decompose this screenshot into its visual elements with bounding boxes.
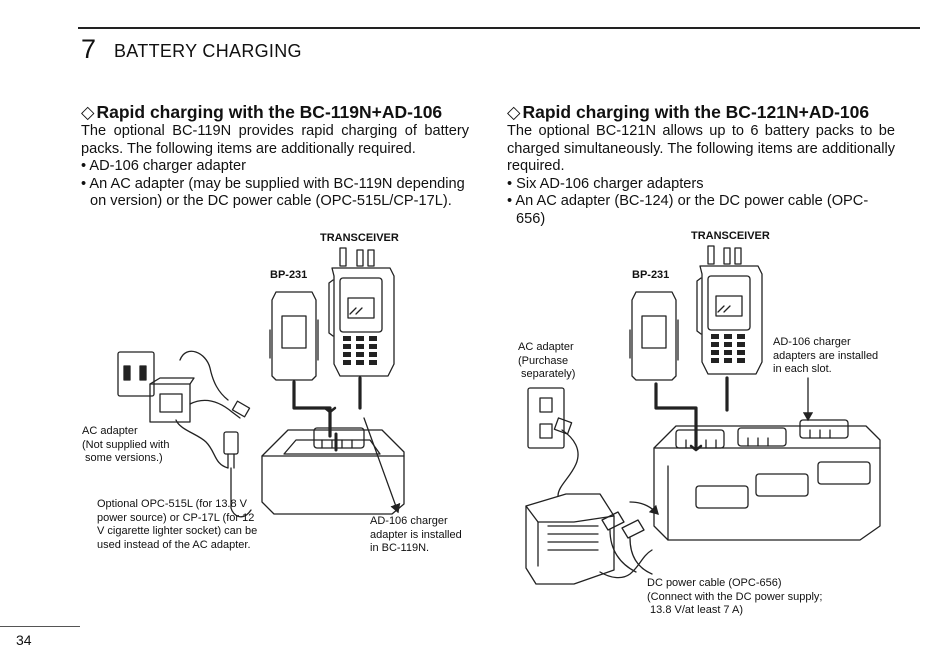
left-battery-label: BP-231 — [270, 269, 308, 281]
ac-adapter-icon — [149, 377, 251, 423]
left-intro: The optional BC-119N provides rapid char… — [81, 123, 469, 157]
right-intro: The optional BC-121N allows up to 6 batt… — [507, 123, 895, 175]
list-item: • Six AD-106 charger adapters — [507, 175, 704, 192]
footer-rule — [0, 626, 80, 627]
list-item: • An AC adapter (BC-124) or the DC power… — [507, 193, 869, 227]
power-cord — [599, 549, 653, 579]
page-number: 34 — [16, 632, 32, 648]
left-optional-cable-label: Optional OPC-515L (for 13.8 V power sour… — [97, 498, 258, 551]
left-bullets: • AD-106 charger adapter • An AC adapter… — [81, 158, 469, 211]
left-ad106-label: AD-106 charger adapter is installed in B… — [370, 515, 462, 554]
dc-plug-icon — [223, 431, 252, 518]
right-ac-adapter-label: AC adapter (Purchase separately) — [518, 341, 576, 380]
charger-icon — [653, 419, 881, 541]
diamond-icon: ◇ — [81, 102, 95, 122]
list-item: • AD-106 charger adapter — [81, 158, 246, 175]
dc-plug-icon — [601, 511, 653, 575]
battery-pack-icon — [629, 291, 679, 381]
wall-outlet-icon — [117, 351, 155, 397]
arrow-icon — [629, 501, 659, 515]
chapter-number: 7 — [81, 34, 97, 64]
diamond-icon: ◇ — [507, 102, 521, 122]
left-transceiver-label: TRANSCEIVER — [320, 232, 399, 244]
left-ac-adapter-label: AC adapter (Not supplied with some versi… — [82, 425, 170, 464]
charger-icon — [261, 427, 405, 515]
battery-pack-icon — [269, 291, 319, 381]
insert-path-lines — [292, 376, 362, 438]
right-ad106-label: AD-106 charger adapters are installed in… — [773, 336, 879, 375]
power-cord — [179, 350, 229, 401]
right-battery-label: BP-231 — [632, 269, 670, 281]
arrow-icon — [363, 417, 401, 514]
right-section: ◇Rapid charging with the BC-121N+AD-106 … — [507, 102, 895, 229]
insert-path-lines — [654, 376, 729, 450]
left-heading: ◇Rapid charging with the BC-119N+AD-106 — [81, 102, 469, 122]
list-item: • An AC adapter (may be supplied with BC… — [81, 175, 465, 210]
wall-outlet-icon — [527, 387, 565, 449]
chapter-title: BATTERY CHARGING — [114, 41, 302, 61]
ac-adapter-icon — [525, 417, 615, 585]
right-dc-cable-label: DC power cable (OPC-656) (Connect with t… — [647, 577, 823, 616]
transceiver-icon — [696, 245, 763, 375]
left-heading-text: Rapid charging with the BC-119N+AD-106 — [96, 102, 443, 122]
right-heading-text: Rapid charging with the BC-121N+AD-106 — [522, 102, 870, 122]
transceiver-icon — [328, 247, 395, 377]
right-heading: ◇Rapid charging with the BC-121N+AD-106 — [507, 102, 895, 122]
header-rule — [78, 27, 920, 29]
left-section: ◇Rapid charging with the BC-119N+AD-106 … — [81, 102, 469, 211]
right-transceiver-label: TRANSCEIVER — [691, 230, 770, 242]
right-bullets: • Six AD-106 charger adapters • An AC ad… — [507, 176, 895, 229]
power-cord — [175, 419, 229, 469]
